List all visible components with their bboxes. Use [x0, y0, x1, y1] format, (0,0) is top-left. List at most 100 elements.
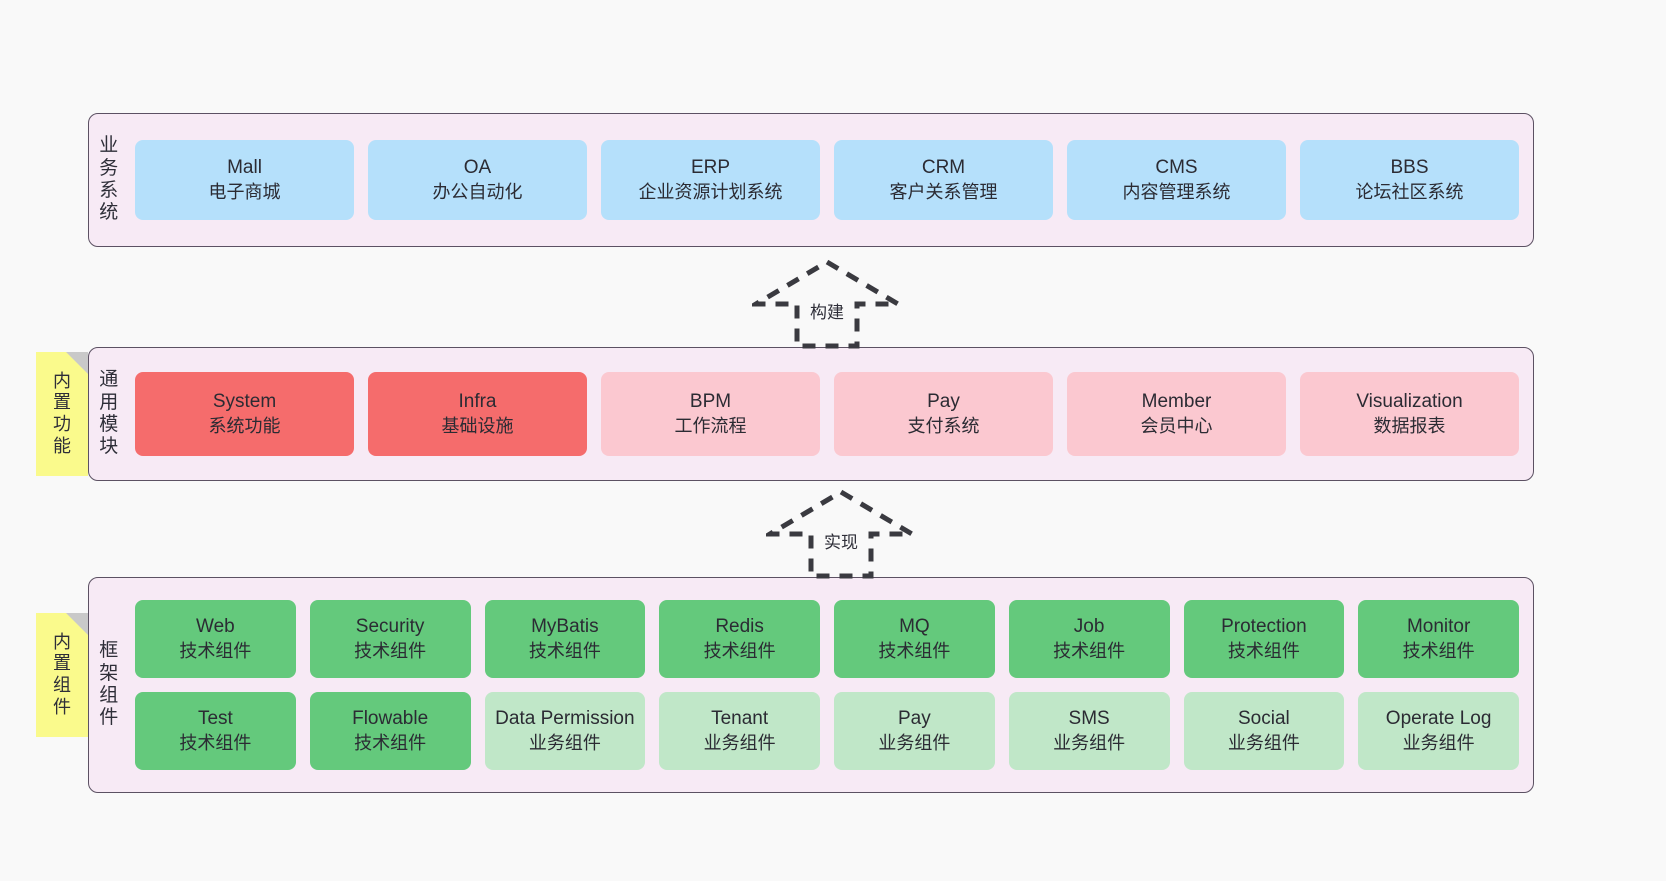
common-module-card-subtitle: 会员中心 [1140, 415, 1213, 436]
band-label-char: 框 [99, 640, 119, 662]
tech-component-card-title: MyBatis [531, 615, 599, 637]
tech-component-card-subtitle: 技术组件 [878, 640, 951, 661]
common-module-card[interactable]: BPM 工作流程 [601, 372, 820, 456]
biz-component-card-title: Data Permission [495, 707, 635, 729]
biz-component-card-title: Social [1238, 707, 1290, 729]
band-label-char: 模 [99, 414, 119, 435]
common-module-card-title: Visualization [1356, 390, 1463, 412]
note-fold-corner-icon [66, 352, 88, 374]
biz-component-card[interactable]: Data Permission 业务组件 [484, 692, 646, 770]
tech-component-card-subtitle: 技术组件 [1227, 640, 1300, 661]
biz-component-card-subtitle: 业务组件 [1053, 732, 1126, 753]
biz-component-card[interactable]: Test 技术组件 [135, 692, 296, 770]
layer-modules-label: 通用模块 [89, 348, 129, 480]
biz-component-card-subtitle: 业务组件 [528, 732, 601, 753]
tech-component-card-title: MQ [899, 615, 930, 637]
business-system-card-title: CMS [1155, 156, 1198, 178]
biz-component-card-title: Operate Log [1385, 707, 1492, 729]
tech-component-card-title: Redis [715, 615, 764, 637]
tech-component-card-subtitle: 技术组件 [1053, 640, 1126, 661]
note-label-char: 内 [53, 631, 71, 652]
biz-component-card-subtitle: 技术组件 [179, 732, 252, 753]
common-module-card-title: BPM [689, 390, 732, 412]
common-module-card-subtitle: 系统功能 [208, 415, 281, 436]
connector-build-arrow-icon [752, 259, 902, 349]
tech-component-card-subtitle: 技术组件 [703, 640, 776, 661]
band-label-char: 业 [99, 135, 119, 157]
band-label-char: 架 [99, 662, 119, 684]
common-module-card-subtitle: 工作流程 [674, 415, 747, 436]
business-system-card-subtitle: 内容管理系统 [1122, 181, 1231, 202]
note-label-char: 能 [53, 435, 71, 456]
common-module-card-subtitle: 基础设施 [441, 415, 514, 436]
business-system-card-title: ERP [690, 156, 731, 178]
tech-component-card-title: Web [196, 615, 235, 637]
band-label-char: 统 [99, 202, 119, 224]
biz-component-card-title: Flowable [352, 707, 429, 729]
tech-component-card[interactable]: MyBatis 技术组件 [484, 600, 646, 678]
tech-component-card[interactable]: Job 技术组件 [1008, 600, 1170, 678]
common-module-card[interactable]: Pay 支付系统 [834, 372, 1053, 456]
tech-component-card[interactable]: MQ 技术组件 [834, 600, 995, 678]
note-builtin-components-text: 内置组件 [53, 632, 71, 718]
common-module-card-title: System [212, 390, 277, 412]
connector-implement: 实现 [766, 488, 916, 580]
tech-component-card[interactable]: Protection 技术组件 [1183, 600, 1345, 678]
common-module-card-title: Member [1141, 390, 1212, 412]
biz-component-card[interactable]: Operate Log 业务组件 [1358, 692, 1519, 770]
connector-build: 构建 [752, 258, 902, 350]
note-label-char: 置 [53, 392, 71, 413]
common-module-card-subtitle: 数据报表 [1373, 415, 1446, 436]
tech-component-card-subtitle: 技术组件 [528, 640, 601, 661]
note-label-char: 功 [53, 414, 71, 434]
note-label-char: 组 [53, 675, 71, 695]
note-label-char: 件 [53, 696, 71, 717]
business-system-card[interactable]: ERP 企业资源计划系统 [601, 140, 820, 220]
band-label-char: 块 [99, 436, 119, 458]
business-system-card-title: BBS [1390, 156, 1429, 178]
business-system-card-subtitle: 电子商城 [208, 181, 281, 202]
common-module-card-subtitle: 支付系统 [907, 415, 980, 436]
common-module-card-title: Pay [927, 390, 960, 412]
tech-component-card-title: Job [1073, 615, 1105, 637]
business-system-card-subtitle: 企业资源计划系统 [638, 181, 783, 202]
note-label-char: 内 [53, 370, 71, 391]
business-system-card[interactable]: CMS 内容管理系统 [1067, 140, 1286, 220]
note-label-char: 置 [53, 653, 71, 674]
note-fold-corner-icon [66, 613, 88, 635]
common-module-card[interactable]: Member 会员中心 [1067, 372, 1286, 456]
layer-business-label-text: 业务系统 [99, 135, 119, 225]
biz-component-card-title: Test [197, 707, 233, 729]
common-module-card[interactable]: Visualization 数据报表 [1300, 372, 1519, 456]
tech-component-card-subtitle: 技术组件 [354, 640, 427, 661]
biz-component-card-subtitle: 业务组件 [1402, 732, 1475, 753]
tech-component-card-title: Protection [1221, 615, 1307, 637]
common-module-card[interactable]: System 系统功能 [135, 372, 354, 456]
note-builtin-components: 内置组件 [36, 613, 88, 737]
tech-component-card[interactable]: Redis 技术组件 [659, 600, 820, 678]
business-system-card-subtitle: 办公自动化 [432, 181, 523, 202]
layer-framework-label: 框架组件 [89, 578, 129, 792]
business-system-card-subtitle: 客户关系管理 [889, 181, 998, 202]
